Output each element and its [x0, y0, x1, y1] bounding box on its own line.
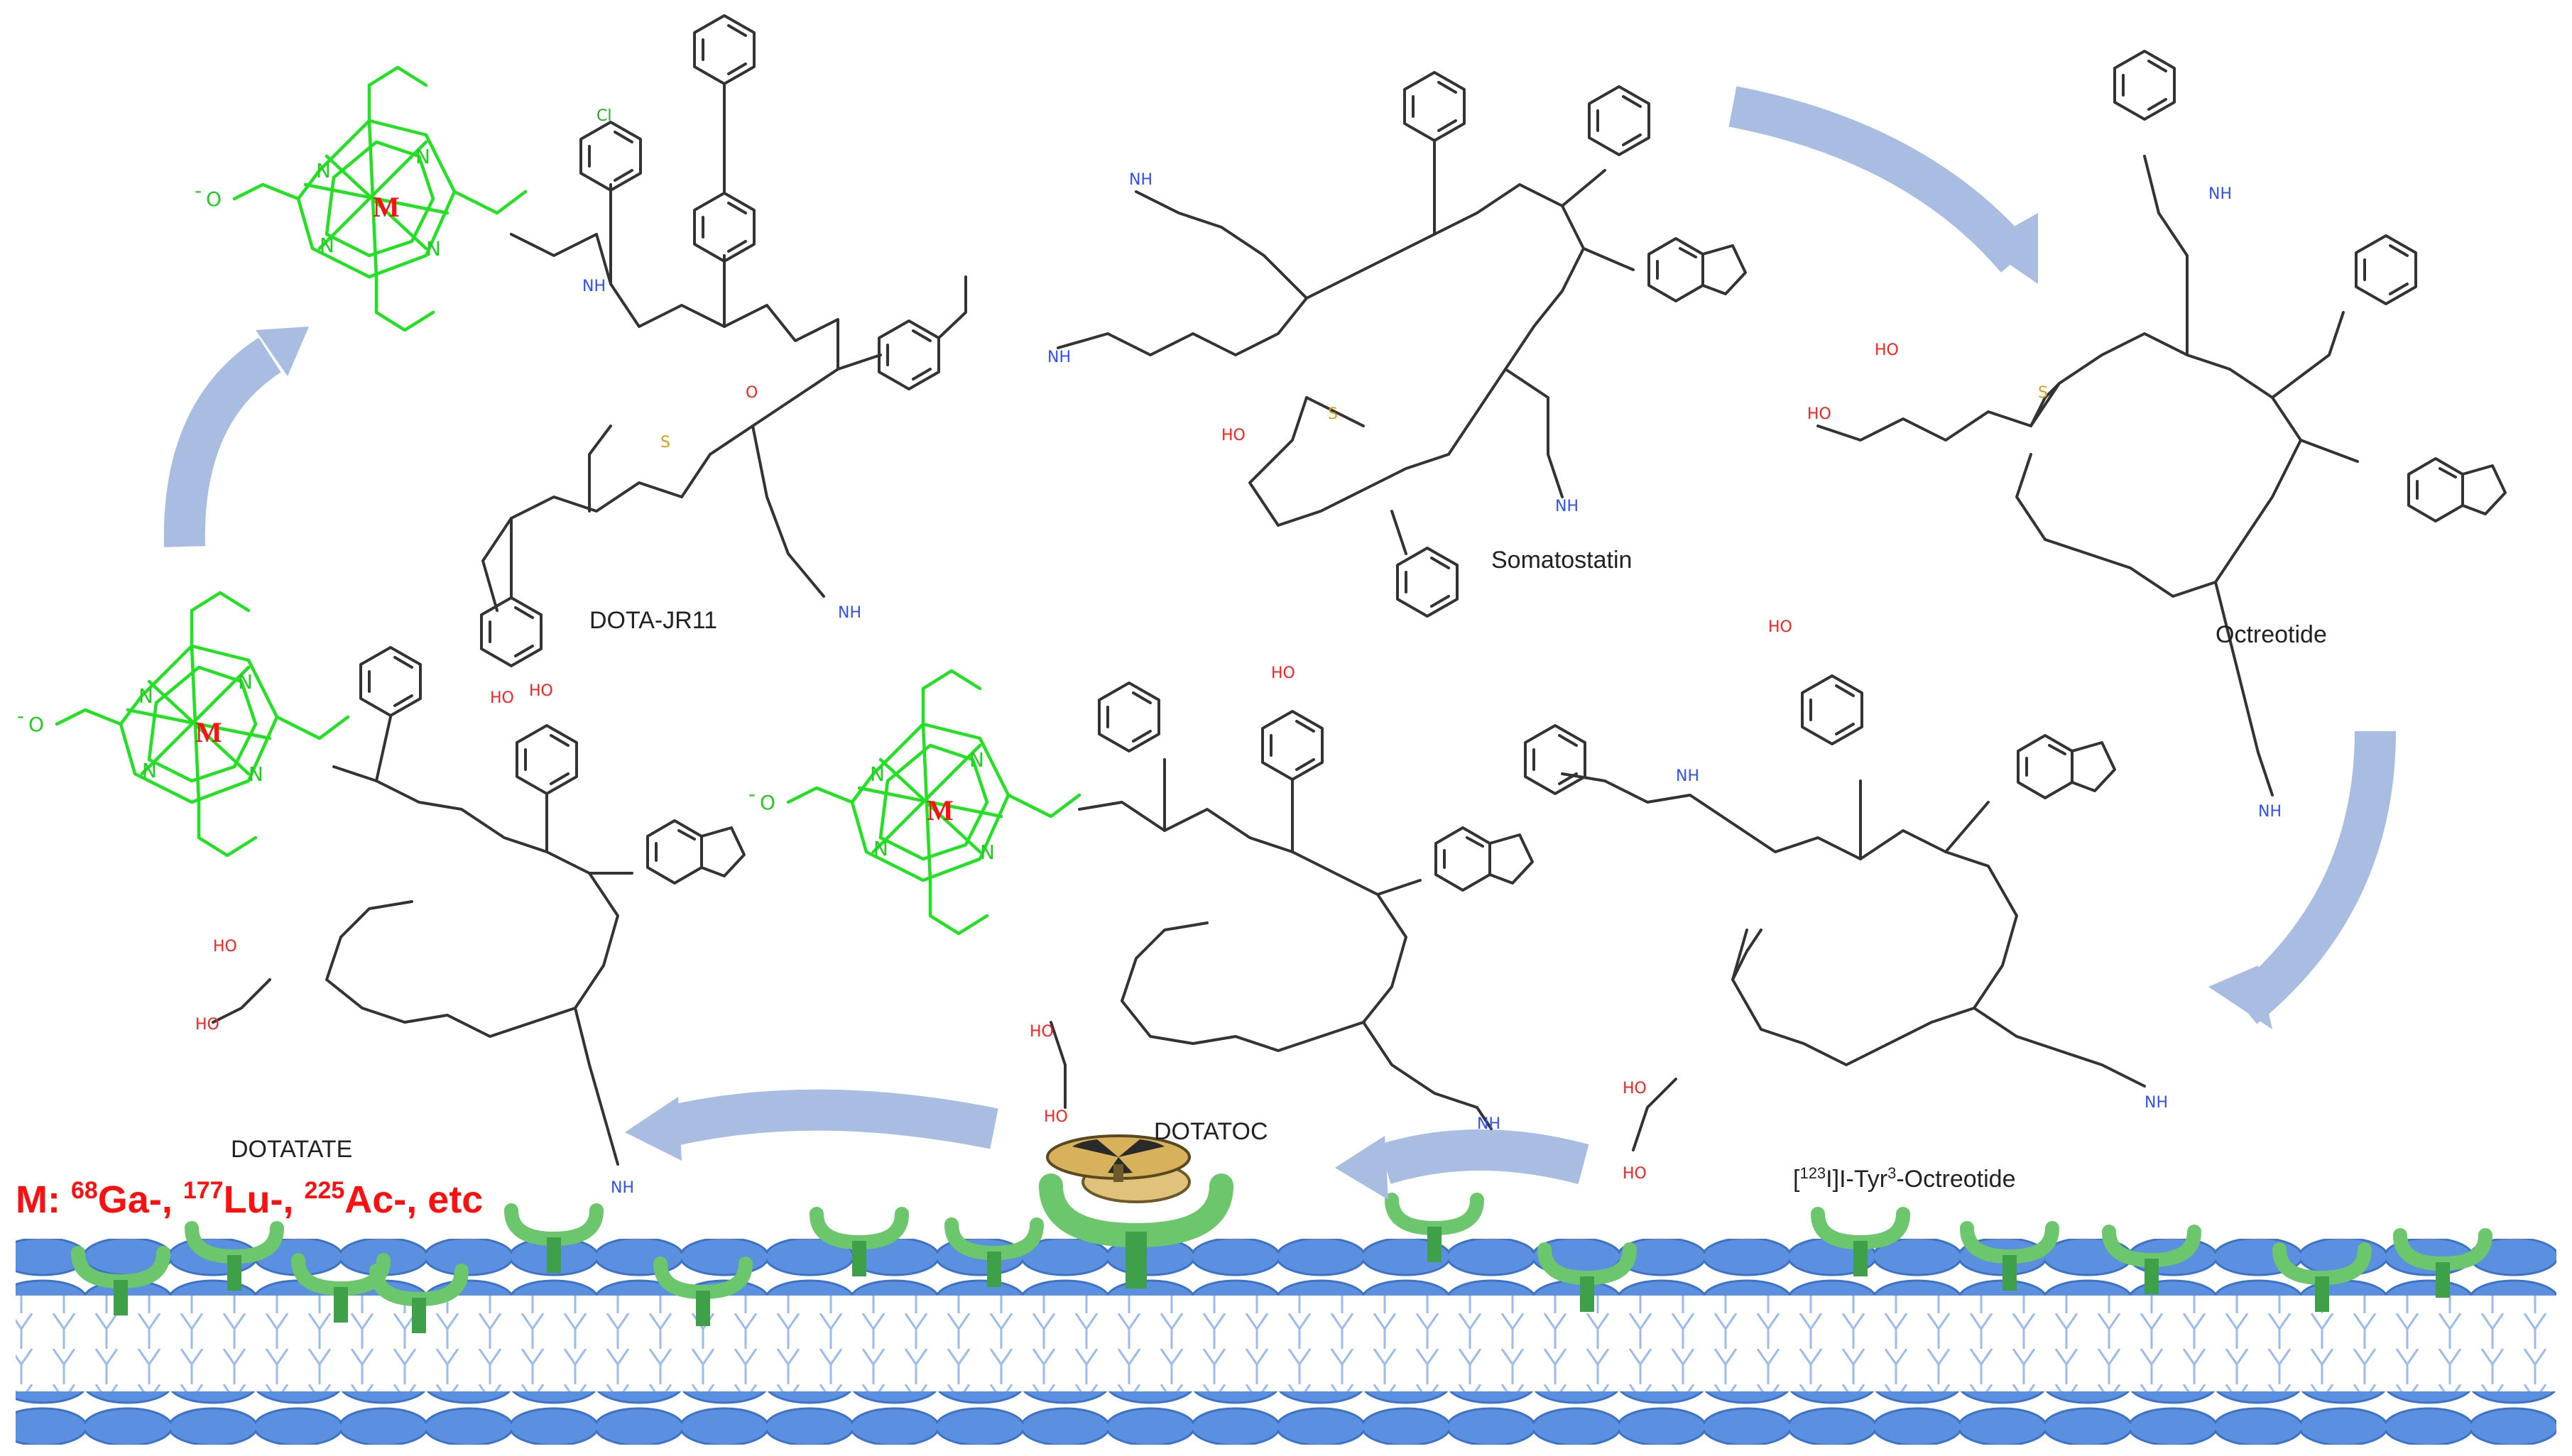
svg-text:O: O [760, 791, 775, 814]
svg-text:N: N [138, 684, 153, 708]
arrow-head [1335, 1136, 1388, 1200]
svg-text:NH: NH [2258, 803, 2282, 821]
svg-text:NH: NH [1047, 349, 1071, 366]
metal-isotopes-legend: M: 68Ga-, 177Lu-, 225Ac-, etc [16, 1177, 483, 1221]
dota-chelator-center: M N N N N O - [748, 671, 1079, 934]
svg-text:N: N [320, 234, 334, 257]
label-dota-jr11: DOTA-JR11 [589, 607, 717, 634]
svg-text:HO: HO [1807, 405, 1831, 423]
membrane-lipid-tails [16, 1296, 2556, 1391]
arrow-head [256, 327, 309, 376]
svg-text:Cl: Cl [596, 107, 611, 125]
structure-dota-jr11: NH O S Cl NH HO [480, 14, 967, 707]
label-octreotide: Octreotide [2216, 621, 2327, 648]
svg-text:NH: NH [1555, 498, 1579, 515]
svg-text:HO: HO [1623, 1165, 1647, 1183]
arrow-head [1981, 213, 2038, 284]
svg-text:N: N [426, 237, 441, 261]
svg-text:N: N [969, 748, 984, 772]
arrow-tyr3-to-dotatoc [1378, 1129, 1589, 1185]
label-dotatoc: DOTATOC [1154, 1118, 1268, 1145]
svg-text:NH: NH [582, 278, 606, 295]
svg-text:S: S [660, 434, 670, 451]
svg-text:HO: HO [1221, 427, 1246, 444]
svg-text:-: - [17, 704, 24, 728]
svg-text:HO: HO [1623, 1080, 1647, 1098]
arrow-dotatate-to-jr11 [163, 337, 282, 547]
arrow-dotatoc-to-dotatate [670, 1089, 998, 1149]
svg-text:HO: HO [195, 1016, 219, 1034]
label-tyr3-octreotide: [123I]I-Tyr3-Octreotide [1793, 1164, 2016, 1193]
svg-text:HO: HO [1030, 1023, 1054, 1041]
svg-text:NH: NH [1129, 171, 1153, 189]
svg-text:O: O [746, 384, 758, 402]
svg-text:HO: HO [1271, 664, 1295, 682]
structure-somatostatin: NH NH HO NH S [1047, 71, 1747, 618]
arrow-head [2208, 965, 2272, 1029]
structure-dotatoc: HO NH HO HO [1030, 664, 1534, 1133]
metal-atom-label: M [195, 716, 222, 748]
svg-text:N: N [873, 837, 888, 860]
svg-text:HO: HO [490, 689, 514, 707]
radiation-trefoil-icon [1046, 1134, 1191, 1203]
label-dotatate: DOTATATE [231, 1136, 352, 1163]
svg-text:NH: NH [1676, 767, 1699, 785]
dota-chelator-left: M N N N N O - [17, 593, 348, 855]
dota-chelator-top: M N N N N O - [195, 67, 525, 330]
receptor-bound-large [1039, 1173, 1233, 1288]
arrow-somatostatin-to-octreotide [1728, 86, 2033, 273]
svg-text:S: S [1328, 405, 1338, 423]
structure-dotatate: HO NH HO HO [195, 646, 746, 1197]
svg-text:HO: HO [1875, 341, 1899, 359]
svg-text:NH: NH [2145, 1094, 2168, 1112]
svg-text:-: - [748, 782, 756, 806]
svg-text:N: N [316, 159, 331, 182]
arrow-octreotide-to-tyr3 [2230, 730, 2396, 1024]
svg-text:HO: HO [529, 682, 553, 700]
structure-tyr3-octreotide: NH HO NH HO HO [1524, 618, 2168, 1183]
svg-text:N: N [142, 759, 157, 782]
svg-text:NH: NH [611, 1179, 634, 1197]
svg-text:N: N [249, 762, 263, 786]
svg-text:HO: HO [1044, 1108, 1068, 1126]
svg-text:-: - [195, 179, 202, 202]
membrane-outer-leaflet [16, 1239, 2556, 1296]
cell-membrane [16, 1239, 2556, 1445]
svg-text:NH: NH [1477, 1115, 1500, 1133]
arrow-head [625, 1097, 682, 1161]
svg-text:NH: NH [2208, 185, 2232, 203]
metal-atom-label: M [373, 191, 400, 223]
svg-text:NH: NH [838, 604, 861, 622]
svg-text:O: O [206, 187, 222, 211]
svg-text:HO: HO [1768, 618, 1792, 636]
svg-text:N: N [870, 762, 885, 786]
structure-octreotide: NH HO HO NH S [1807, 50, 2507, 821]
metal-atom-label: M [927, 794, 954, 826]
svg-text:N: N [238, 670, 253, 694]
receptor-group [78, 1134, 2485, 1333]
membrane-inner-leaflet [16, 1391, 2556, 1445]
svg-text:HO: HO [213, 938, 237, 956]
svg-text:S: S [2038, 384, 2048, 402]
svg-text:O: O [28, 713, 44, 736]
svg-text:N: N [980, 841, 995, 864]
svg-text:N: N [415, 145, 430, 168]
label-somatostatin: Somatostatin [1491, 547, 1632, 574]
cycle-arrows [163, 86, 2396, 1200]
